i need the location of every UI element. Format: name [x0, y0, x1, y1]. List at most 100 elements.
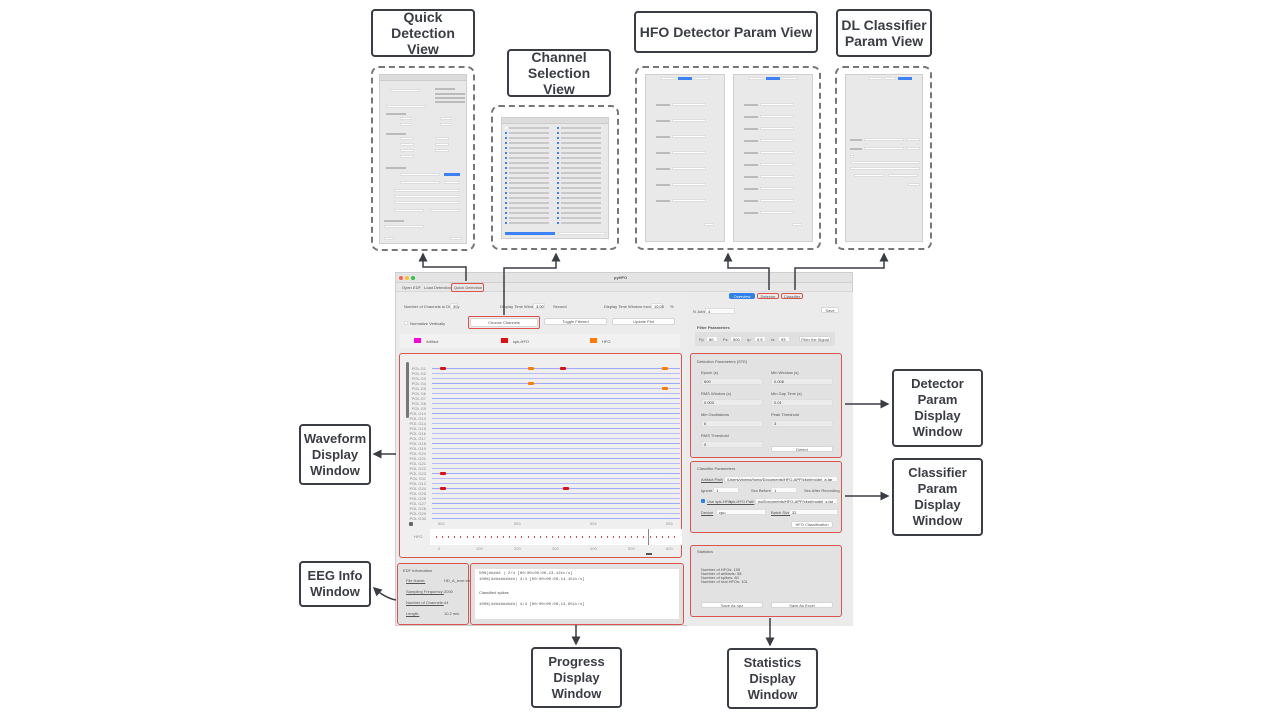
- progress-display-window: 50%|##### | 2/4 [00:00<00:00,13.12it/s] …: [470, 563, 684, 625]
- menu-open-edf[interactable]: Open EDF: [402, 285, 421, 290]
- annotation-legend: Artifact spk-HFO HFO: [400, 334, 680, 348]
- overview-tick-label: 600: [666, 546, 673, 551]
- artifact-path-field[interactable]: /Users/yipeng/hong/Documents/HFO-APP/ckp…: [724, 476, 838, 482]
- use-spk-hfo-checkbox[interactable]: [701, 499, 705, 503]
- edf-info-value: 2000: [444, 589, 453, 594]
- event-marker[interactable]: [662, 367, 668, 370]
- menu-quick-detection[interactable]: Quick Detection: [454, 285, 483, 290]
- save-as-excel-button[interactable]: Save As Excel: [771, 602, 833, 608]
- detection-param-field[interactable]: 3: [771, 420, 833, 427]
- channel-label: POL G13: [409, 416, 426, 421]
- event-marker[interactable]: [528, 382, 534, 385]
- mni-param-preview: [733, 74, 813, 242]
- overview-event-tick: [673, 536, 675, 538]
- event-marker[interactable]: [662, 387, 668, 390]
- event-marker[interactable]: [563, 487, 569, 490]
- hfo-classification-button[interactable]: HFO Classification: [791, 521, 833, 528]
- filter-param-field[interactable]: 500: [730, 336, 742, 342]
- device-label: Device: [701, 510, 714, 515]
- device-field[interactable]: cpu: [716, 509, 766, 515]
- channel-scrollbar[interactable]: [406, 362, 409, 418]
- progress-line-4: 100%|##########| 4/4 [00:00<00:00,13.95i…: [479, 603, 585, 607]
- detection-param-field[interactable]: 6: [701, 420, 763, 427]
- filter-signal-button[interactable]: Filter the Signal: [799, 336, 831, 342]
- choose-channels-button[interactable]: Choose Channels: [470, 318, 538, 327]
- overview-scroll-handle[interactable]: [646, 553, 652, 555]
- event-marker[interactable]: [528, 367, 534, 370]
- detection-param-label: Min Oscillations: [701, 412, 730, 417]
- detect-button[interactable]: Detect: [771, 446, 833, 452]
- toggle-filtered-button[interactable]: Toggle Filtered: [544, 318, 607, 325]
- edf-info-title: EDF Information: [403, 568, 433, 573]
- overview-event-tick: [515, 536, 517, 538]
- callout-eeg-info-window: EEG Info Window: [299, 561, 371, 607]
- arrow-detector-tab: [723, 252, 770, 290]
- hfo-overview-plot[interactable]: [430, 529, 682, 545]
- tab-classifier[interactable]: Classifier: [781, 293, 803, 299]
- save-button[interactable]: Save: [821, 307, 839, 313]
- event-marker[interactable]: [440, 487, 446, 490]
- tab-overview[interactable]: Overview: [729, 293, 755, 299]
- filter-param-label: rs: [771, 337, 775, 342]
- overview-event-tick: [460, 536, 462, 538]
- event-marker[interactable]: [440, 367, 446, 370]
- minimize-window-button[interactable]: [405, 276, 409, 280]
- channel-trace: [432, 408, 680, 409]
- channel-label: POL G11: [409, 476, 426, 481]
- menu-load-detection[interactable]: Load Detection: [424, 285, 451, 290]
- channel-trace: [432, 463, 680, 464]
- channel-label: POL G24: [409, 486, 426, 491]
- edf-info-label: File Name:: [406, 578, 426, 583]
- filter-param-field[interactable]: 93: [778, 336, 790, 342]
- zoom-window-button[interactable]: [411, 276, 415, 280]
- overview-event-tick: [667, 536, 669, 538]
- channel-label: POL G1: [411, 366, 426, 371]
- channel-trace: [432, 513, 680, 514]
- right-panel: Overview Detector Classifier N Jobs 4 Sa…: [687, 292, 853, 626]
- detection-param-field[interactable]: 0.006: [771, 378, 833, 385]
- detection-param-label: Epoch (s): [701, 370, 719, 375]
- channel-label: POL G14: [409, 421, 426, 426]
- time-window-spinbox[interactable]: 3.00: [533, 303, 545, 309]
- sec-before-field[interactable]: 1: [771, 487, 797, 493]
- channels-to-display-spinbox[interactable]: 30: [450, 303, 458, 309]
- batch-size-field[interactable]: 32: [789, 509, 838, 515]
- stat-num-hfos: Number of HFOs: 155: [701, 567, 741, 572]
- filter-param-field[interactable]: 80: [706, 336, 718, 342]
- njobs-spinbox[interactable]: 4: [705, 308, 735, 314]
- channel-label: POL G2: [411, 371, 426, 376]
- channel-trace: [432, 413, 680, 414]
- event-marker[interactable]: [560, 367, 566, 370]
- close-window-button[interactable]: [399, 276, 403, 280]
- normalize-checkbox[interactable]: [404, 321, 408, 325]
- edf-info-value: 44: [444, 600, 449, 605]
- filter-param-field[interactable]: 0.5: [754, 336, 766, 342]
- detection-param-field[interactable]: 0.003: [701, 399, 763, 406]
- overview-cursor[interactable]: [648, 529, 649, 545]
- artifact-path-label: Artifact Path: [701, 477, 723, 482]
- callout-waveform-display-window: Waveform Display Window: [299, 424, 371, 485]
- channel-label: POL G27: [409, 501, 426, 506]
- ignore-field[interactable]: 1: [713, 487, 739, 493]
- channel-label: POL G4: [411, 381, 426, 386]
- arrow-eeg-info: [372, 586, 397, 601]
- detection-param-field[interactable]: 600: [701, 378, 763, 385]
- legend-label-hfo: HFO: [602, 339, 611, 344]
- overview-event-tick: [533, 536, 535, 538]
- channel-label: POL G12: [409, 481, 426, 486]
- update-plot-button[interactable]: Update Plot: [612, 318, 675, 325]
- channel-label: POL G20: [409, 451, 426, 456]
- time-increment-spinbox[interactable]: 10.00: [651, 303, 664, 309]
- spk-hfo-path-field[interactable]: ng/Documents/HFO-APP/ckpt/model_s.tar: [755, 498, 838, 504]
- tab-detector[interactable]: Detector: [757, 293, 779, 299]
- detection-param-field[interactable]: 5: [701, 441, 763, 448]
- channel-trace: [432, 423, 680, 424]
- channel-selection-thumbnail: [491, 105, 619, 250]
- plot-options-icon[interactable]: [409, 522, 413, 526]
- detection-param-field[interactable]: 0.01: [771, 399, 833, 406]
- save-as-npz-button[interactable]: Save As npz: [701, 602, 763, 608]
- event-marker[interactable]: [440, 472, 446, 475]
- progress-line-2: 100%|##########| 4/4 [00:00<00:00,14.15i…: [479, 578, 585, 582]
